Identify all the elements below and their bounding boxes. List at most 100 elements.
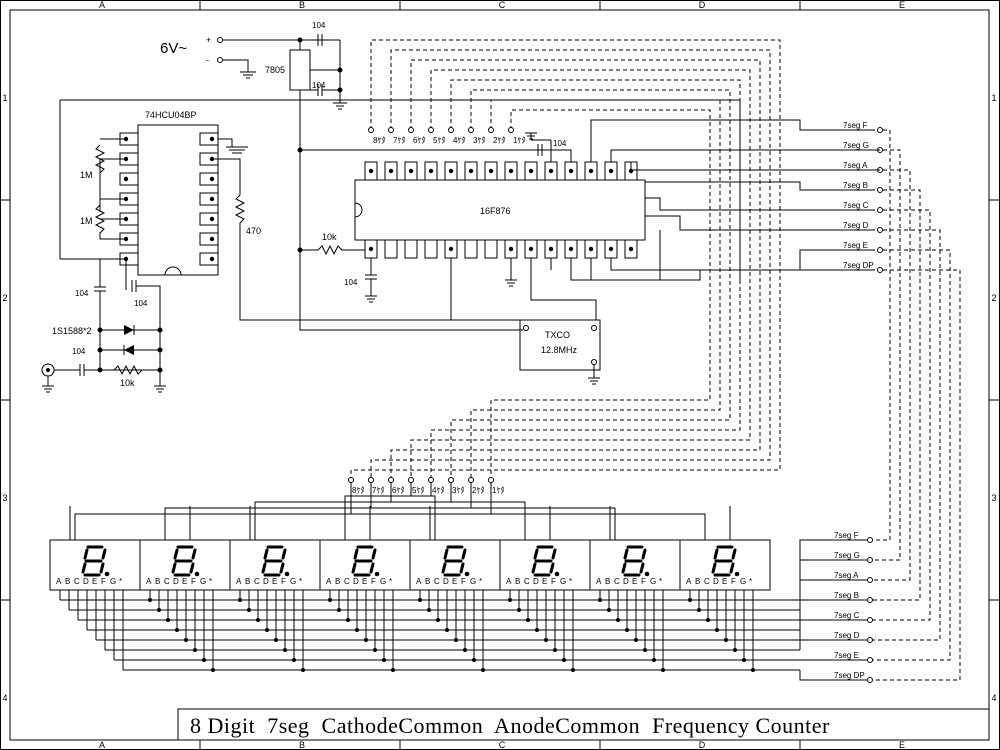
cap-104-input-side: 104 <box>134 299 148 308</box>
diode-pair-label: 1S1588*2 <box>52 326 92 336</box>
segment-output-wires <box>590 119 880 281</box>
display-pin-letter: * <box>659 577 662 586</box>
input-network: 104 104 1S1588*2 104 10k <box>41 280 166 393</box>
display-pin-letter: * <box>299 577 302 586</box>
display-pin-letter: D <box>263 577 269 586</box>
title-block <box>177 708 990 741</box>
regulator-7805 <box>289 49 311 91</box>
display-pin-letter: F <box>281 577 286 586</box>
display-pin-letter: G <box>200 577 206 586</box>
ic-16f876-label: 16F876 <box>480 206 511 216</box>
display-pin-letter: * <box>479 577 482 586</box>
display-pin-letter: B <box>245 577 250 586</box>
display-pin-letter: D <box>83 577 89 586</box>
segment-label-lower: 7seg E <box>834 651 859 660</box>
display-pin-letter: C <box>344 577 350 586</box>
digit-label-upper: 5ｹﾀ <box>433 136 445 145</box>
display-pin-letter: C <box>164 577 170 586</box>
row-label-left-4: 4 <box>2 693 7 703</box>
col-label-bottom-c: C <box>499 740 506 750</box>
digit-label-upper: 6ｹﾀ <box>413 136 425 145</box>
segment-label-upper: 7seg D <box>843 221 869 230</box>
digit-label-lower: 6ｹﾀ <box>392 486 404 495</box>
col-label-bottom-d: D <box>699 740 706 750</box>
display-common-lines <box>74 483 706 540</box>
display-pin-letter: D <box>713 577 719 586</box>
display-pin-letter: F <box>191 577 196 586</box>
segment-label-upper: 7seg C <box>843 201 869 210</box>
row-label-right-1: 1 <box>991 93 996 103</box>
digit-label-upper: 4ｹﾀ <box>453 136 465 145</box>
display-pin-letter: B <box>155 577 160 586</box>
cap-104-mclr: 104 <box>344 278 358 287</box>
digit-label-lower: 8ｹﾀ <box>352 486 364 495</box>
display-pin-letter: D <box>533 577 539 586</box>
digit-label-upper: 7ｹﾀ <box>393 136 405 145</box>
row-label-right-4: 4 <box>991 693 996 703</box>
display-pin-letter: G <box>740 577 746 586</box>
display-pin-letter: F <box>371 577 376 586</box>
row-label-right-3: 3 <box>991 493 996 503</box>
display-pin-letter: F <box>551 577 556 586</box>
row-label-left-2: 2 <box>2 293 7 303</box>
ic-74hcu04bp-label: 74HCU04BP <box>145 110 197 120</box>
cap-104-input-upper: 104 <box>75 289 89 298</box>
digit-label-upper: 1ｹﾀ <box>513 136 525 145</box>
cap-104-input-lower: 104 <box>72 347 86 356</box>
display-pin-letter: C <box>524 577 530 586</box>
resistor-1m-lower-label: 1M <box>80 216 93 226</box>
display-pin-letter: C <box>74 577 80 586</box>
digit-label-upper: 2ｹﾀ <box>493 136 505 145</box>
digit-label-lower: 7ｹﾀ <box>372 486 384 495</box>
drawing-title: 8 Digit 7seg CathodeCommon AnodeCommon F… <box>190 713 830 738</box>
segment-label-lower: 7seg B <box>834 591 859 600</box>
col-label-top-d: D <box>699 0 706 10</box>
digit-label-upper: 8ｹﾀ <box>373 136 385 145</box>
txco-frequency: 12.8MHz <box>541 345 578 355</box>
display-pin-letter: C <box>704 577 710 586</box>
display-pin-letter: C <box>254 577 260 586</box>
display-pin-letter: B <box>335 577 340 586</box>
display-pin-letter: A <box>506 577 512 586</box>
display-pin-letter: * <box>119 577 122 586</box>
display-pin-letter: A <box>146 577 152 586</box>
power-voltage-label: 6V~ <box>160 40 187 57</box>
display-pin-letter: * <box>389 577 392 586</box>
power-minus-label: - <box>206 55 209 65</box>
digit-label-upper: 3ｹﾀ <box>473 136 485 145</box>
segment-label-upper: 7seg A <box>843 161 868 170</box>
display-pin-letter: * <box>749 577 752 586</box>
display-pin-letter: G <box>380 577 386 586</box>
display-pin-letter: F <box>641 577 646 586</box>
row-label-right-2: 2 <box>991 293 996 303</box>
power-plus-label: + <box>206 35 211 45</box>
col-label-top-c: C <box>499 0 506 10</box>
display-pin-letter: E <box>182 577 187 586</box>
digit-select-lines <box>350 39 781 478</box>
resistor-10k-input-label: 10k <box>120 378 135 388</box>
display-pin-letter: F <box>731 577 736 586</box>
display-pin-letter: G <box>290 577 296 586</box>
display-pin-letter: B <box>425 577 430 586</box>
mcu-top-pins <box>364 161 638 181</box>
cap-104-regulator-in: 104 <box>312 21 326 30</box>
display-pin-letter: E <box>722 577 727 586</box>
display-pin-letter: G <box>650 577 656 586</box>
segment-label-lower: 7seg DP <box>834 671 865 680</box>
digit-label-lower: 3ｹﾀ <box>452 486 464 495</box>
segment-label-lower: 7seg A <box>834 571 859 580</box>
display-pin-letter: E <box>632 577 637 586</box>
txco-name: TXCO <box>545 330 570 340</box>
digit-labels-upper: 8ｹﾀ 7ｹﾀ 6ｹﾀ 5ｹﾀ 4ｹﾀ 3ｹﾀ 2ｹﾀ 1ｹﾀ <box>368 127 525 145</box>
ic-16f876: 16F876 <box>297 132 661 320</box>
display-pin-letter: E <box>362 577 367 586</box>
display-pin-letter: G <box>470 577 476 586</box>
display-pin-letter: * <box>569 577 572 586</box>
